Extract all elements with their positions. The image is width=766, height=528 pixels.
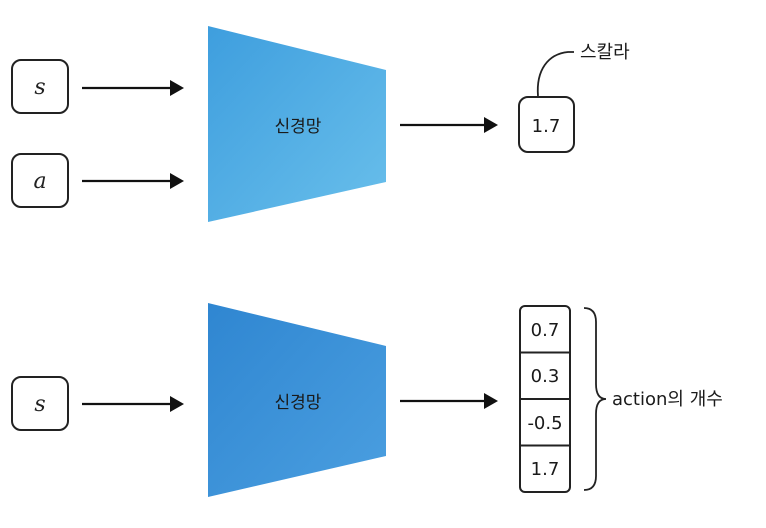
top-output-value: 1.7	[532, 116, 561, 137]
bottom-output-value-0: 0.7	[531, 320, 560, 341]
bottom-output-value-2: -0.5	[527, 413, 562, 434]
bottom-output-vector: 0.7 0.3 -0.5 1.7	[519, 305, 571, 493]
top-input-a-box: a	[11, 153, 69, 208]
top-network-shape	[208, 26, 386, 222]
bottom-arrow-out	[400, 393, 498, 409]
top-input-s-label: s	[34, 75, 45, 100]
top-scalar-callout-line	[536, 51, 574, 97]
top-input-a-label: a	[33, 169, 46, 194]
top-arrow-s	[82, 80, 184, 96]
bottom-network-label: 신경망	[275, 393, 322, 413]
top-arrow-a	[82, 173, 184, 189]
bottom-diagram: s 신경망 0.7 0.3 -0.5 1.7 action의 개수	[11, 303, 723, 497]
top-network-label: 신경망	[275, 117, 322, 137]
top-scalar-label: 스칼라	[580, 42, 630, 63]
top-output-box: 1.7	[518, 96, 575, 153]
bottom-input-s-box: s	[11, 376, 69, 431]
bottom-input-s-label: s	[34, 392, 45, 417]
bottom-output-value-3: 1.7	[531, 459, 560, 480]
bottom-arrow-s	[82, 396, 184, 412]
top-diagram: s a 신경망 1.7 스칼라	[11, 26, 630, 222]
top-arrow-out	[400, 117, 498, 133]
bottom-curly-brace	[583, 307, 607, 491]
bottom-output-value-1: 0.3	[531, 366, 560, 387]
bottom-action-count-label: action의 개수	[612, 389, 723, 410]
top-input-s-box: s	[11, 59, 69, 114]
bottom-network-shape	[208, 303, 386, 497]
